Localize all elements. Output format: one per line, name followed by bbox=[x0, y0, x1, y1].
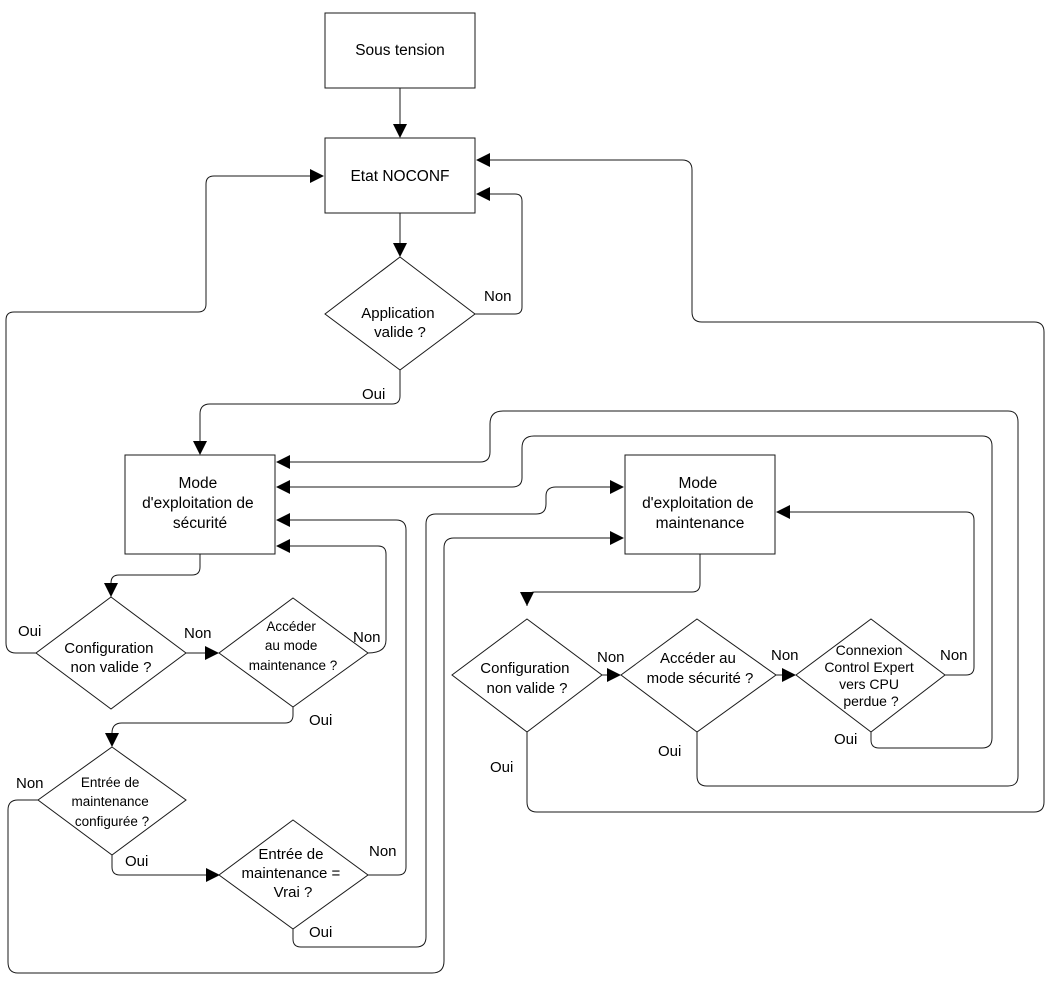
connector-configured-oui bbox=[111, 855, 206, 876]
access-maintenance-label: Accéder au mode maintenance ? bbox=[249, 619, 338, 673]
arrowhead bbox=[104, 583, 118, 597]
branch-labels: Non Oui Oui Non Non Oui Non Oui Non Oui … bbox=[16, 288, 968, 941]
arrowhead bbox=[276, 455, 290, 469]
connector-config-oui bbox=[5, 175, 310, 654]
noconf-state-box bbox=[324, 137, 476, 214]
label-oui: Oui bbox=[490, 759, 513, 776]
arrowhead bbox=[205, 646, 219, 660]
arrowhead bbox=[782, 668, 796, 682]
access-maintenance-decision bbox=[218, 597, 369, 708]
connector-safety-to-config bbox=[110, 554, 201, 597]
label-non: Non bbox=[353, 629, 381, 646]
arrowhead bbox=[276, 513, 290, 527]
arrowhead bbox=[276, 539, 290, 553]
maintenance-input-configured-decision bbox=[37, 746, 187, 856]
arrowhead bbox=[310, 169, 324, 183]
arrowhead bbox=[610, 531, 624, 545]
arrowhead bbox=[193, 441, 207, 455]
label-oui: Oui bbox=[309, 712, 332, 729]
connector-connlost-non bbox=[790, 511, 975, 676]
connector-config-maint-oui bbox=[490, 159, 1045, 813]
maintenance-input-true-decision bbox=[218, 819, 369, 930]
arrowhead bbox=[393, 243, 407, 257]
connector-access-safety-oui bbox=[290, 410, 1019, 787]
label-non: Non bbox=[184, 625, 212, 642]
config-invalid-maint-label: Configuration non valide ? bbox=[480, 660, 573, 697]
maintenance-mode-box bbox=[624, 454, 776, 555]
connector-appvalid-oui bbox=[199, 370, 401, 441]
arrowhead bbox=[393, 124, 407, 138]
connector-configured-non bbox=[7, 537, 610, 974]
access-safety-decision bbox=[620, 618, 777, 733]
label-oui: Oui bbox=[125, 853, 148, 870]
maintenance-input-true-label: Entrée de maintenance = Vrai ? bbox=[242, 846, 345, 901]
connector-true-oui bbox=[292, 486, 610, 948]
label-non: Non bbox=[16, 775, 44, 792]
connector-access-non bbox=[290, 545, 387, 654]
safety-mode-box bbox=[124, 454, 276, 555]
connector-maint-to-config bbox=[526, 554, 701, 606]
access-safety-label: Accéder au mode sécurité ? bbox=[647, 650, 754, 687]
noconf-state-label: Etat NOCONF bbox=[350, 168, 449, 185]
arrowhead bbox=[206, 868, 220, 882]
arrowheads bbox=[104, 124, 796, 882]
connector-appvalid-non bbox=[475, 193, 523, 315]
arrowhead bbox=[476, 153, 490, 167]
label-oui: Oui bbox=[834, 731, 857, 748]
arrowhead bbox=[607, 668, 621, 682]
connection-lost-label: Connexion Control Expert vers CPU perdue… bbox=[824, 642, 917, 709]
label-non: Non bbox=[484, 288, 512, 305]
config-invalid-maint-decision bbox=[451, 618, 603, 733]
label-oui: Oui bbox=[309, 924, 332, 941]
safety-mode-label: Mode d'exploitation de sécurité bbox=[142, 475, 258, 532]
label-oui: Oui bbox=[658, 743, 681, 760]
arrowhead bbox=[610, 480, 624, 494]
arrowhead bbox=[776, 505, 790, 519]
arrowhead bbox=[520, 592, 534, 606]
power-on-label: Sous tension bbox=[355, 42, 445, 59]
connector-connlost-oui bbox=[290, 435, 993, 749]
connection-lost-decision bbox=[795, 618, 946, 733]
arrowhead bbox=[276, 480, 290, 494]
label-oui: Oui bbox=[18, 623, 41, 640]
power-on-box bbox=[324, 12, 476, 89]
config-invalid-safety-decision bbox=[35, 596, 187, 710]
label-non: Non bbox=[597, 649, 625, 666]
label-oui: Oui bbox=[362, 386, 385, 403]
maintenance-input-configured-label: Entrée de maintenance configurée ? bbox=[71, 775, 152, 829]
label-non: Non bbox=[369, 843, 397, 860]
valid-app-label: Application valide ? bbox=[361, 305, 439, 341]
connector-true-non bbox=[290, 519, 407, 876]
arrowhead bbox=[105, 733, 119, 747]
arrowhead bbox=[476, 187, 490, 201]
label-non: Non bbox=[771, 647, 799, 664]
connector-access-oui bbox=[111, 707, 294, 734]
maintenance-mode-label: Mode d'exploitation de maintenance bbox=[642, 475, 758, 532]
config-invalid-safety-label: Configuration non valide ? bbox=[64, 640, 157, 676]
label-non: Non bbox=[940, 647, 968, 664]
valid-app-decision bbox=[324, 256, 476, 371]
